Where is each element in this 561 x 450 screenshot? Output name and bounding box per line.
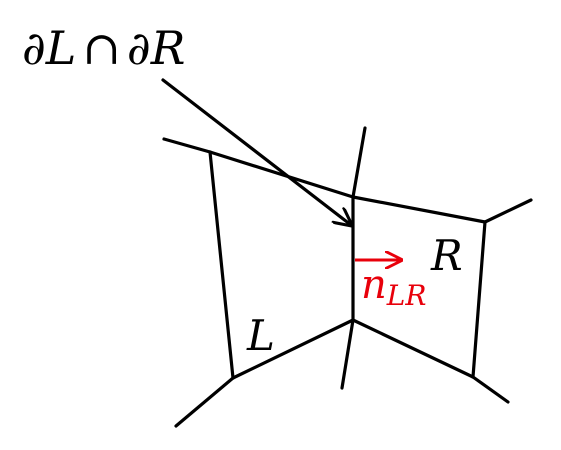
stub-bottom-middle xyxy=(340,318,355,390)
boundary-partial-2: ∂ xyxy=(127,21,151,75)
right-cell-right-edge xyxy=(471,220,487,379)
boundary-pointer-arrow xyxy=(161,78,351,225)
stub-top-right xyxy=(483,198,533,224)
stub-bottom-right xyxy=(471,375,510,404)
right-cell-edges xyxy=(351,195,487,379)
boundary-cap: ∩ xyxy=(82,21,121,75)
cell-label-left: L xyxy=(246,311,275,360)
normal-label-subscript: LR xyxy=(386,279,427,312)
normal-label-base: n xyxy=(361,262,387,308)
extension-edges xyxy=(162,126,533,428)
boundary-partial-1: ∂ xyxy=(22,21,46,75)
stub-top-left xyxy=(162,137,212,154)
boundary-r: R xyxy=(150,21,186,75)
normal-label: nLR xyxy=(361,262,426,312)
stub-bottom-left xyxy=(174,376,235,428)
right-cell-bottom-edge xyxy=(351,318,475,379)
left-cell-bottom-edge xyxy=(231,318,355,380)
cell-label-right: R xyxy=(430,231,463,280)
boundary-label: ∂L∩∂R xyxy=(22,21,185,75)
stub-top-middle xyxy=(351,126,367,199)
boundary-l: L xyxy=(45,21,77,75)
left-cell-left-edge xyxy=(208,150,235,380)
left-cell-top-edge xyxy=(208,150,355,199)
left-cell-edges xyxy=(208,150,355,380)
right-cell-top-edge xyxy=(351,195,487,224)
